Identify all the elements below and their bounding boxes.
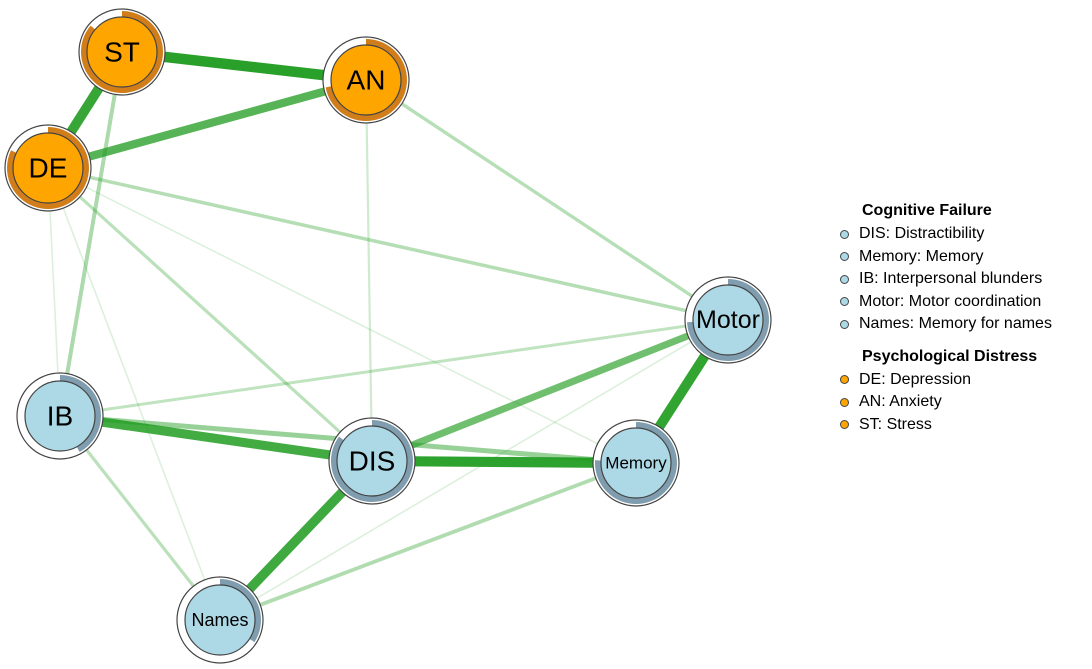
legend-item: Memory: Memory xyxy=(840,246,1052,269)
node-label: ST xyxy=(104,37,140,68)
edge-ib-dis xyxy=(59,411,373,466)
node-inner-circle xyxy=(86,16,158,88)
legend-item: DIS: Distractibility xyxy=(840,223,1052,246)
node-memory: Memory xyxy=(592,419,680,507)
edge-de-names xyxy=(47,167,221,621)
node-inner-circle xyxy=(12,132,84,204)
node-label: AN xyxy=(347,65,386,96)
node-label: DIS xyxy=(349,446,396,477)
edge-an-dis xyxy=(364,79,374,462)
node-motor: Motor xyxy=(684,276,772,364)
legend-dot-icon xyxy=(840,319,849,329)
legend-item: ST: Stress xyxy=(840,414,1052,437)
legend-item-label: Memory: Memory xyxy=(859,247,984,265)
node-inner-circle xyxy=(24,380,96,452)
legend-item: Motor: Motor coordination xyxy=(840,291,1052,314)
legend-item: DE: Depression xyxy=(840,369,1052,392)
node-inner-circle xyxy=(692,284,764,356)
node-ib: IB xyxy=(16,372,104,460)
node-names: Names xyxy=(176,576,264,664)
node-inner-circle xyxy=(184,584,256,656)
node-inner-circle xyxy=(600,427,672,499)
edge-de-an xyxy=(46,76,368,172)
edge-de-dis xyxy=(46,166,374,463)
edge-memory-names xyxy=(219,461,637,622)
predictability-ring xyxy=(687,279,769,361)
node-inner-circle xyxy=(336,425,408,497)
edge-dis-motor xyxy=(370,316,730,465)
legend-item-label: Names: Memory for names xyxy=(859,315,1052,333)
legend-dot-icon xyxy=(840,397,849,407)
predictability-ring xyxy=(19,375,101,457)
legend-item: AN: Anxiety xyxy=(840,391,1052,414)
legend-item-label: DE: Depression xyxy=(859,370,972,388)
predictability-ring xyxy=(7,127,89,209)
legend-title: Psychological Distress xyxy=(862,347,1038,365)
legend-dot-icon xyxy=(840,297,849,307)
legend-item: Names: Memory for names xyxy=(840,313,1052,336)
legend-dot-icon xyxy=(840,420,849,430)
node-dis: DIS xyxy=(328,417,416,505)
node-label: IB xyxy=(47,401,73,432)
legend-item-label: IB: Interpersonal blunders xyxy=(859,270,1043,288)
node-an: AN xyxy=(322,36,410,124)
node-label: Memory xyxy=(605,454,667,473)
edge-st-ib xyxy=(58,51,124,417)
legend-dot-icon xyxy=(840,252,849,262)
predictability-ring xyxy=(179,579,261,661)
edge-de-memory xyxy=(47,167,637,464)
predictability-ring xyxy=(595,422,677,504)
node-st: ST xyxy=(78,8,166,96)
predictability-ring xyxy=(331,420,413,502)
legend-dot-icon xyxy=(840,375,849,385)
node-label: DE xyxy=(29,153,68,184)
edge-dis-memory xyxy=(371,455,637,469)
node-de: DE xyxy=(4,124,92,212)
legend-item-label: AN: Anxiety xyxy=(859,393,942,411)
legend-item: IB: Interpersonal blunders xyxy=(840,268,1052,291)
legend-item-label: Motor: Motor coordination xyxy=(859,292,1042,310)
legend-title: Cognitive Failure xyxy=(862,202,992,219)
edges-layer xyxy=(43,46,733,624)
legend-dot-icon xyxy=(840,229,849,239)
node-label: Names xyxy=(191,610,248,630)
edge-de-motor xyxy=(47,166,729,322)
predictability-ring xyxy=(81,11,163,93)
predictability-ring xyxy=(325,39,407,121)
edge-motor-names xyxy=(219,319,729,621)
legend-dot-icon xyxy=(840,274,849,284)
legend-item-label: DIS: Distractibility xyxy=(859,225,985,243)
edge-ib-motor xyxy=(59,318,729,418)
node-inner-circle xyxy=(330,44,402,116)
legend-item-label: ST: Stress xyxy=(859,415,932,433)
edge-an-motor xyxy=(365,78,729,322)
node-label: Motor xyxy=(696,306,760,334)
